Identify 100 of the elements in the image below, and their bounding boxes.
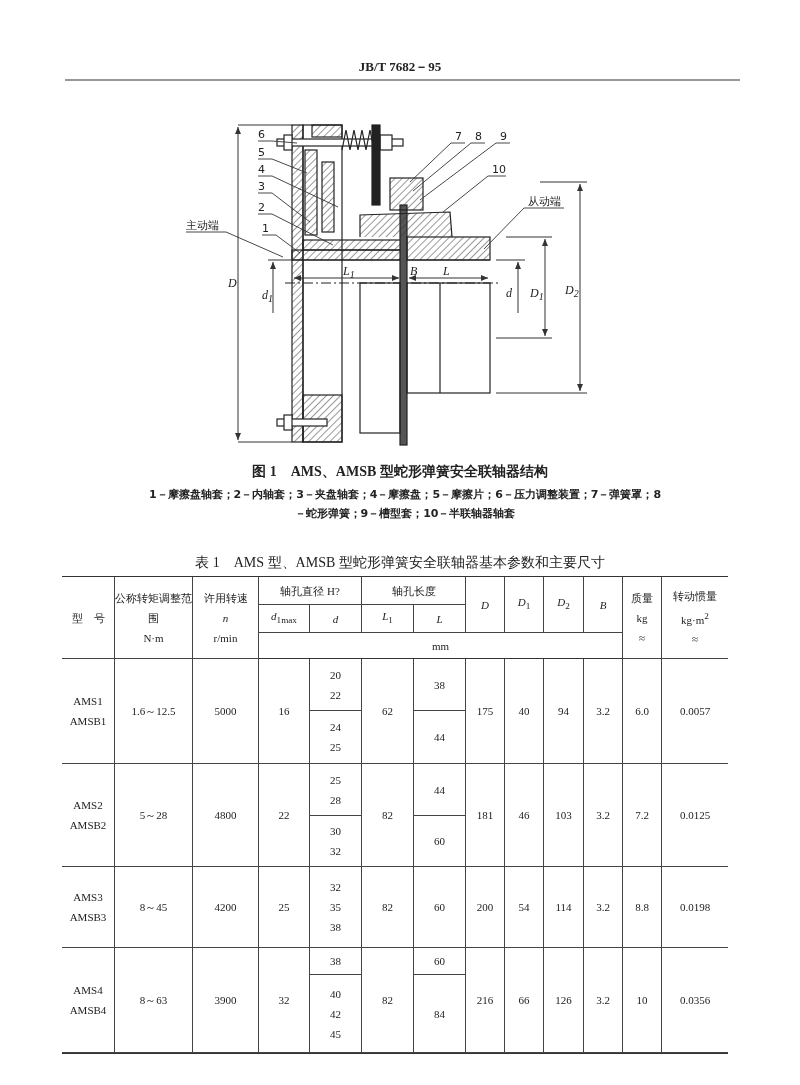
table-value: 82: [382, 900, 393, 915]
table-value: 25: [278, 900, 290, 915]
table-value: 32: [330, 880, 341, 895]
table-value: 45: [330, 1026, 341, 1042]
table-value: 62: [382, 704, 393, 719]
leader-line: [257, 192, 311, 223]
table-value: 22: [330, 687, 341, 703]
table-value: 38: [330, 920, 341, 935]
column-header: L: [436, 611, 443, 627]
table-value: 25: [330, 740, 341, 755]
callout-number: 8: [475, 130, 485, 143]
dimension-label: d$_{1}$: [262, 288, 273, 307]
column-header: 转动惯量: [673, 588, 717, 604]
table-value: AMS2: [73, 798, 103, 813]
table-value: 7.2: [635, 808, 649, 823]
callout-number: 4: [258, 163, 268, 176]
table-value: AMSB2: [69, 818, 107, 833]
column-header: n: [222, 610, 229, 626]
table-value: 20: [330, 667, 341, 683]
table-value: 44: [434, 782, 445, 798]
table-value: AMSB4: [69, 1003, 107, 1018]
table-value: 4800: [214, 808, 237, 823]
table-value: AMSB1: [69, 714, 107, 729]
leader-line: [257, 213, 334, 246]
table-value: 60: [434, 834, 445, 849]
table-value: 46: [518, 808, 530, 823]
leader-line: [257, 158, 308, 174]
column-header: B: [599, 597, 607, 613]
table-value: 38: [434, 677, 445, 693]
column-header: kg: [636, 610, 648, 626]
callout-number: 9: [500, 130, 510, 143]
table-value: 200: [476, 900, 494, 915]
table-value: 32: [330, 844, 341, 859]
callout-number: 1: [262, 222, 272, 235]
leader-line: [257, 140, 298, 144]
column-header: D: [481, 597, 489, 613]
leader-line: [185, 231, 284, 258]
table-value: 0.0125: [679, 808, 711, 823]
callout-number: 2: [258, 201, 268, 214]
column-header: d: [332, 611, 339, 627]
table-value: 40: [330, 986, 341, 1002]
table-value: 103: [555, 808, 572, 823]
table-value: 8～63: [139, 993, 168, 1008]
table-value: 84: [434, 1006, 445, 1022]
callout-number: 5: [258, 146, 268, 159]
table-value: 24: [330, 720, 341, 735]
table-value: 25: [330, 772, 341, 788]
table-value: 82: [382, 808, 393, 823]
table-value: 0.0198: [679, 900, 711, 915]
dimension-label: B: [410, 264, 418, 278]
table-value: 0.0356: [679, 993, 711, 1008]
column-header: 公称转矩调整范围: [115, 590, 192, 626]
table-value: 5000: [214, 704, 237, 719]
table-value: 32: [278, 993, 290, 1008]
callout-number: 10: [492, 163, 506, 176]
table-value: 4200: [214, 900, 237, 915]
leader-line: [257, 175, 339, 208]
table-value: 126: [555, 993, 572, 1008]
table-value: 10: [636, 993, 648, 1008]
table-value: 175: [476, 704, 494, 719]
table-value: 60: [434, 900, 445, 915]
dimension-label: L$_{1}$: [343, 264, 355, 283]
column-header: d$_{1max}$: [271, 609, 297, 628]
table-value: 3.2: [596, 704, 610, 719]
dimension-label: D: [228, 276, 237, 290]
table-value: 6.0: [635, 704, 649, 719]
table-value: AMS3: [73, 890, 103, 905]
dimension-label: D$_{1}$: [530, 286, 544, 305]
table-value: 0.0057: [679, 704, 711, 719]
leader-line: [409, 142, 466, 183]
table-value: 3900: [214, 993, 237, 1008]
column-header: D$_{1}$: [517, 595, 531, 614]
running-header: JB/T 7682－95: [357, 58, 443, 76]
leader-line: [483, 207, 565, 250]
column-header: 型 号: [71, 610, 105, 626]
column-header: 轴孔直径 H?: [280, 583, 340, 599]
table-value: 3.2: [596, 808, 610, 823]
table-value: 28: [330, 792, 341, 808]
callout-number: 7: [455, 130, 465, 143]
column-header: kg·m$^{2}$: [681, 609, 709, 628]
table-value: 5～28: [139, 808, 168, 823]
leader-line: [419, 142, 511, 201]
table-value: 54: [518, 900, 530, 915]
column-header: 许用转速: [203, 590, 248, 606]
figure-key: 1－摩擦盘轴套；2－内轴套；3－夹盘轴套；4－摩擦盘；5－摩擦片；6－压力调整装置；7－弹簧罩；8－蛇形弹簧；9－槽型套；10－半联轴器轴套: [145, 485, 665, 523]
column-header: N·m: [143, 630, 164, 646]
column-header: 质量: [631, 590, 653, 606]
table-value: 35: [330, 900, 341, 915]
leader-line: [442, 175, 507, 213]
table-value: 114: [555, 900, 572, 915]
column-header: ≈: [691, 632, 698, 648]
table-value: 181: [476, 808, 494, 823]
table-value: 44: [434, 730, 445, 745]
callout-label: 从动端: [528, 195, 564, 208]
table-value: 66: [518, 993, 530, 1008]
table-value: 3.2: [596, 900, 610, 915]
table-value: 38: [330, 954, 341, 969]
table-value: AMSB3: [69, 910, 107, 925]
figure-caption: 图 1 AMS、AMSB 型蛇形弹簧安全联轴器结构: [251, 463, 549, 481]
table-value: 42: [330, 1006, 341, 1022]
